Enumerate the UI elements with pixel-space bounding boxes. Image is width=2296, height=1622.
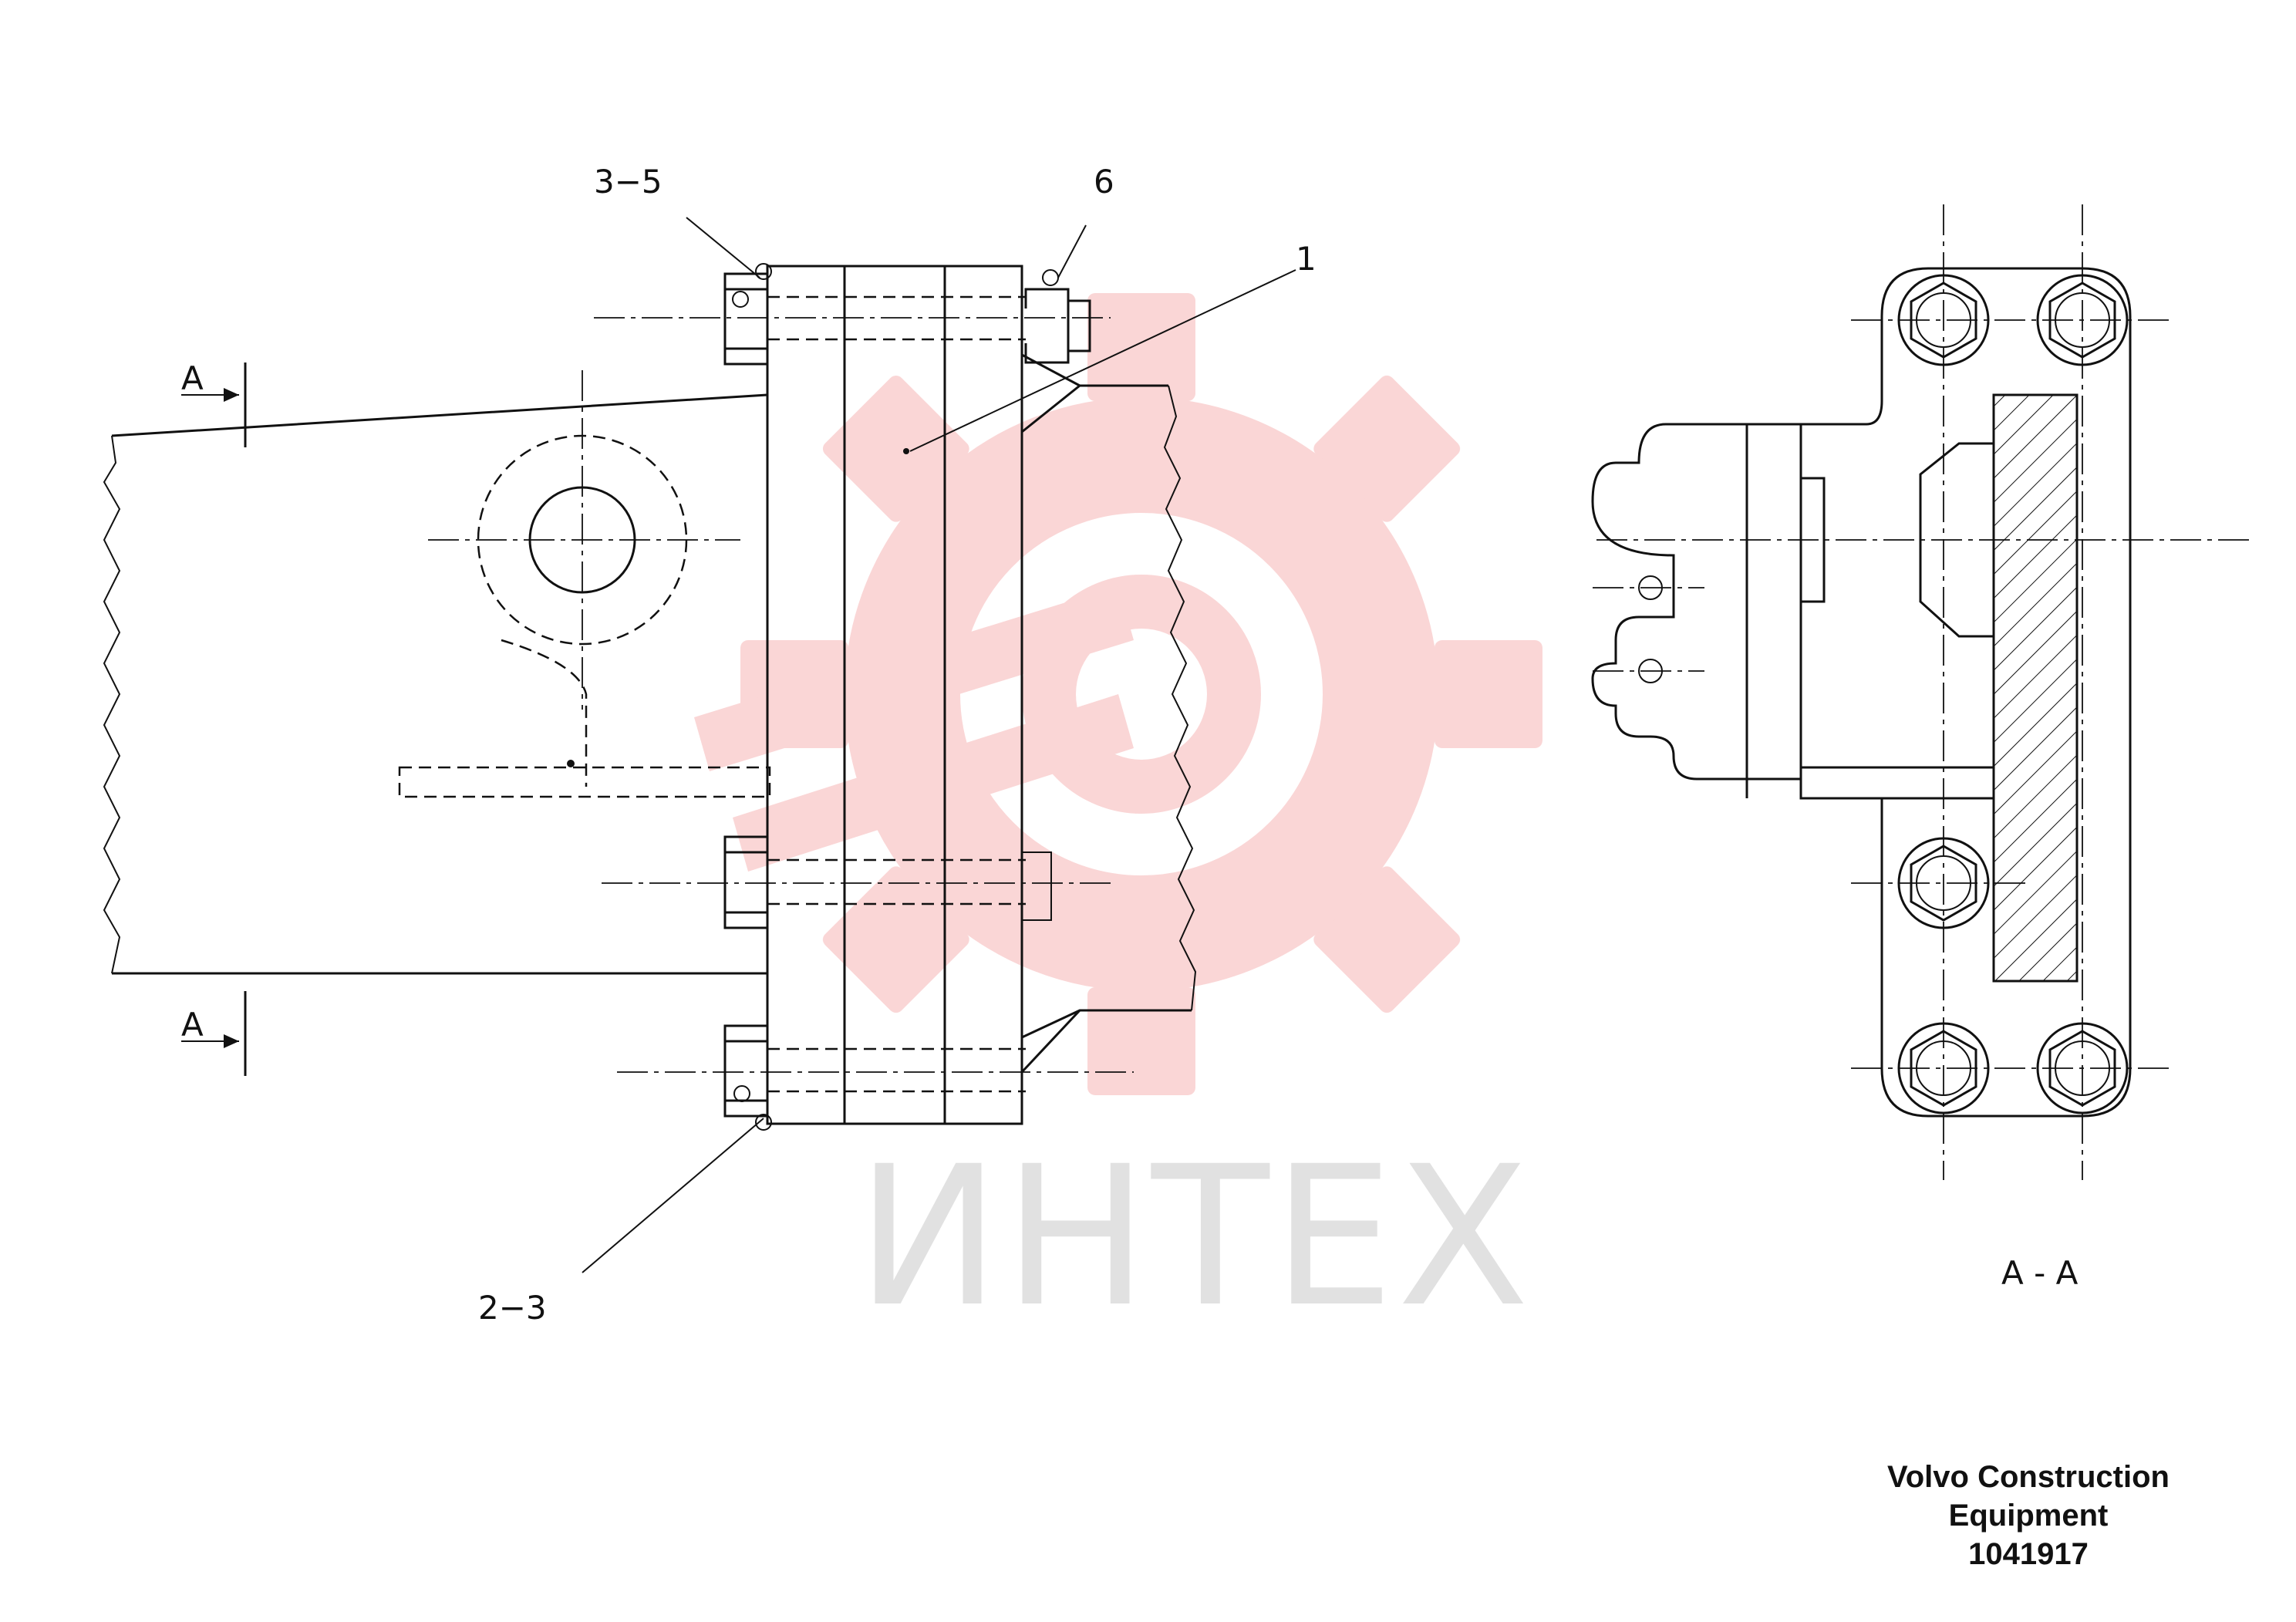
section-view-a-a [1591, 204, 2252, 1180]
section-mark-top: A [181, 359, 204, 397]
callout-part-1: 1 [1296, 240, 1317, 278]
watermark-text: ИНТЕХ [856, 1125, 1532, 1349]
caption-part-number: 1041917 [1968, 1537, 2089, 1571]
section-view-label: A - A [2001, 1254, 2079, 1292]
callout-part-3-5: 3−5 [594, 163, 663, 201]
main-view [103, 217, 1296, 1273]
watermark-logo [694, 293, 1542, 1095]
callout-part-2-3: 2−3 [478, 1289, 547, 1327]
section-mark-bottom: A [181, 1006, 204, 1044]
caption-company-line1: Volvo Construction [1887, 1460, 2170, 1494]
caption-company-line2: Equipment [1948, 1499, 2109, 1533]
callout-part-6: 6 [1094, 163, 1114, 201]
caption-block: Volvo Construction Equipment 1041917 [1812, 1458, 2244, 1573]
